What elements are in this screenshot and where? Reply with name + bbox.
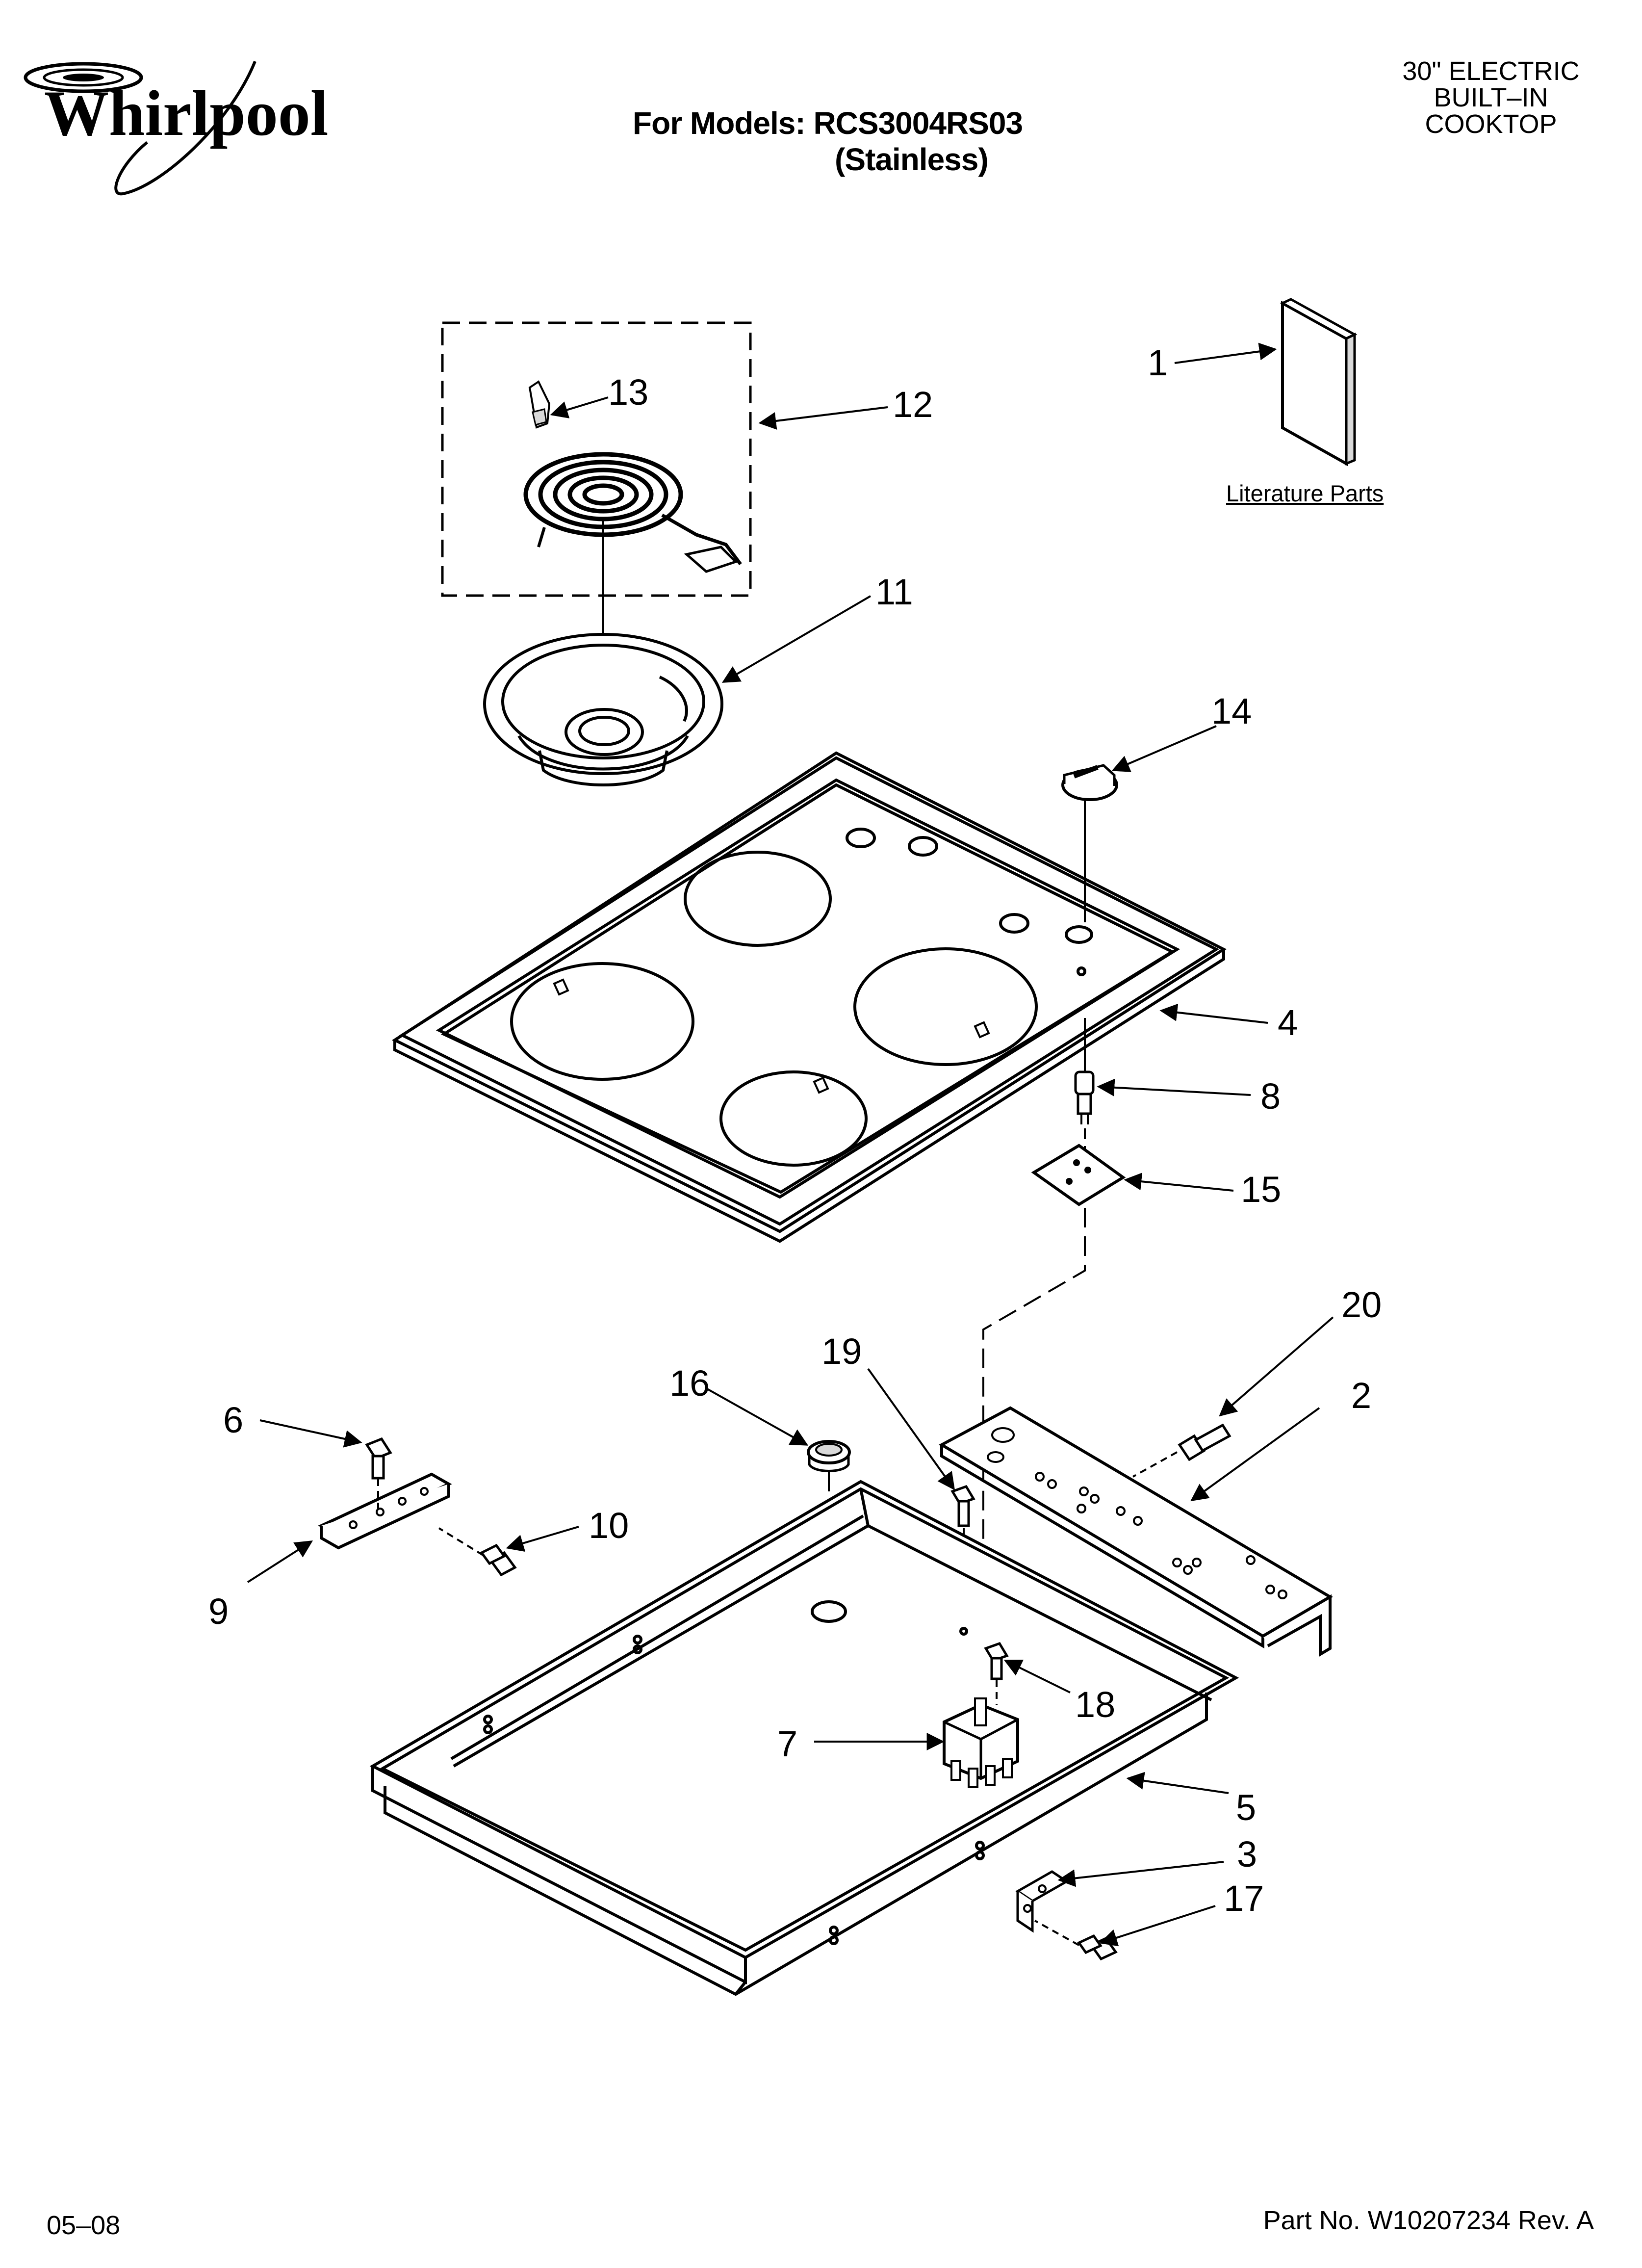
control-knob xyxy=(1061,764,1118,801)
callout-6: 6 xyxy=(223,1400,243,1440)
cooktop-top xyxy=(391,751,1227,1243)
indicator-light xyxy=(1074,1070,1095,1124)
callout-16: 16 xyxy=(669,1363,710,1404)
callout-4: 4 xyxy=(1278,1002,1298,1043)
grommet xyxy=(807,1440,851,1472)
revision-date: 05–08 xyxy=(47,2211,121,2240)
literature-booklet xyxy=(1280,298,1358,467)
literature-parts-label: Literature Parts xyxy=(1226,480,1384,506)
mounting-bracket xyxy=(318,1472,452,1550)
callout-18: 18 xyxy=(1075,1684,1115,1725)
product-line-2: BUILT–IN xyxy=(1434,83,1548,112)
model-number: For Models: RCS3004RS03 xyxy=(633,105,1023,141)
callout-19: 19 xyxy=(821,1331,862,1372)
wiring-dashed-line xyxy=(982,1208,1086,1678)
control-bracket xyxy=(938,1406,1333,1657)
model-finish: (Stainless) xyxy=(835,141,989,177)
brand-wordmark: Whirlpool xyxy=(44,77,328,149)
part-number: Part No. W10207234 Rev. A xyxy=(1263,2206,1594,2235)
product-line-3: COOKTOP xyxy=(1425,109,1557,139)
side-bracket xyxy=(1015,1870,1069,1933)
callout-1: 1 xyxy=(1148,342,1168,383)
callout-13: 13 xyxy=(608,372,648,413)
callout-5: 5 xyxy=(1236,1787,1256,1828)
model-heading: For Models: RCS3004RS03 (Stainless) xyxy=(633,105,1023,178)
callout-3: 3 xyxy=(1237,1834,1257,1875)
product-description: 30" ELECTRIC BUILT–IN COOKTOP xyxy=(1388,58,1594,137)
callout-11: 11 xyxy=(875,572,913,612)
callout-9: 9 xyxy=(208,1591,229,1632)
callout-leaders xyxy=(247,342,1334,1947)
light-gasket xyxy=(1031,1144,1126,1206)
callout-17: 17 xyxy=(1224,1878,1264,1919)
callout-14: 14 xyxy=(1211,691,1252,731)
callout-15: 15 xyxy=(1241,1169,1281,1210)
infinite-switch xyxy=(943,1697,1019,1788)
product-line-1: 30" ELECTRIC xyxy=(1402,56,1580,86)
callout-7: 7 xyxy=(777,1723,797,1764)
callout-10: 10 xyxy=(589,1505,629,1546)
whirlpool-logo: Whirlpool xyxy=(24,60,328,196)
bracket-screw xyxy=(1132,1423,1232,1478)
callout-12: 12 xyxy=(893,384,933,425)
drip-bowl xyxy=(483,633,723,786)
callout-20: 20 xyxy=(1341,1284,1382,1325)
side-bracket-screw xyxy=(1034,1920,1118,1961)
element-clip xyxy=(528,380,551,429)
callout-2: 2 xyxy=(1351,1375,1371,1416)
callout-numbers: 1 2 3 4 5 6 7 8 9 10 11 12 13 14 15 16 1… xyxy=(208,342,1382,1919)
callout-8: 8 xyxy=(1260,1076,1281,1117)
bracket-side-screw xyxy=(438,1527,517,1577)
bracket-top-screw xyxy=(365,1437,392,1509)
burner-box xyxy=(369,1480,1239,1996)
surface-coil-element xyxy=(523,452,742,573)
switch-screw xyxy=(984,1642,1009,1705)
